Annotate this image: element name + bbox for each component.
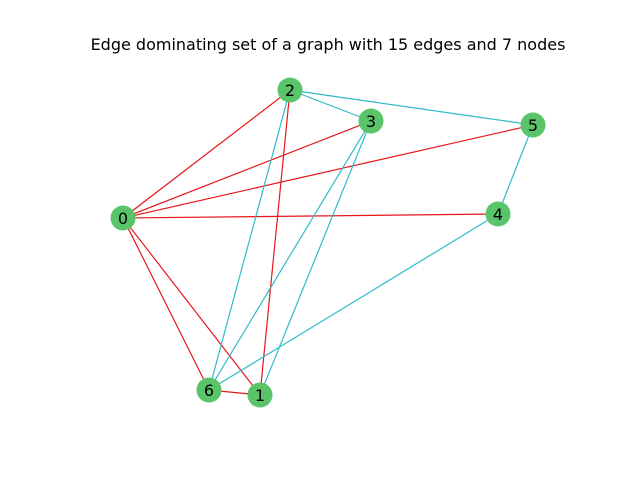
node-4 (485, 201, 511, 227)
edge-0-6-dominating (122, 217, 210, 391)
edge-2-3 (289, 89, 372, 122)
edge-5-4 (497, 124, 534, 215)
node-label-1: 1 (255, 386, 265, 405)
node-label-3: 3 (366, 112, 376, 131)
edge-3-1 (259, 120, 372, 396)
figure-title: Edge dominating set of a graph with 15 e… (91, 35, 566, 54)
edge-3-6 (208, 120, 372, 391)
edge-0-2-dominating (122, 89, 291, 219)
nodes-layer: 0 1 2 3 4 5 6 (110, 77, 546, 408)
node-6 (196, 377, 222, 403)
edge-0-4-dominating (122, 213, 499, 219)
edge-4-6 (208, 213, 499, 391)
edge-0-1-dominating (122, 217, 261, 396)
edge-2-5 (289, 89, 534, 126)
node-1 (247, 382, 273, 408)
node-5 (520, 112, 546, 138)
node-label-4: 4 (493, 205, 503, 224)
edge-2-6 (208, 89, 291, 391)
node-label-6: 6 (204, 381, 214, 400)
node-3 (358, 108, 384, 134)
node-label-5: 5 (528, 116, 538, 135)
edges-layer (122, 89, 534, 396)
edge-0-3-dominating (122, 120, 372, 219)
edge-0-5-dominating (122, 124, 534, 219)
node-label-2: 2 (285, 81, 295, 100)
node-label-0: 0 (118, 209, 128, 228)
edge-2-1-dominating (259, 89, 291, 396)
node-2 (277, 77, 303, 103)
node-0 (110, 205, 136, 231)
